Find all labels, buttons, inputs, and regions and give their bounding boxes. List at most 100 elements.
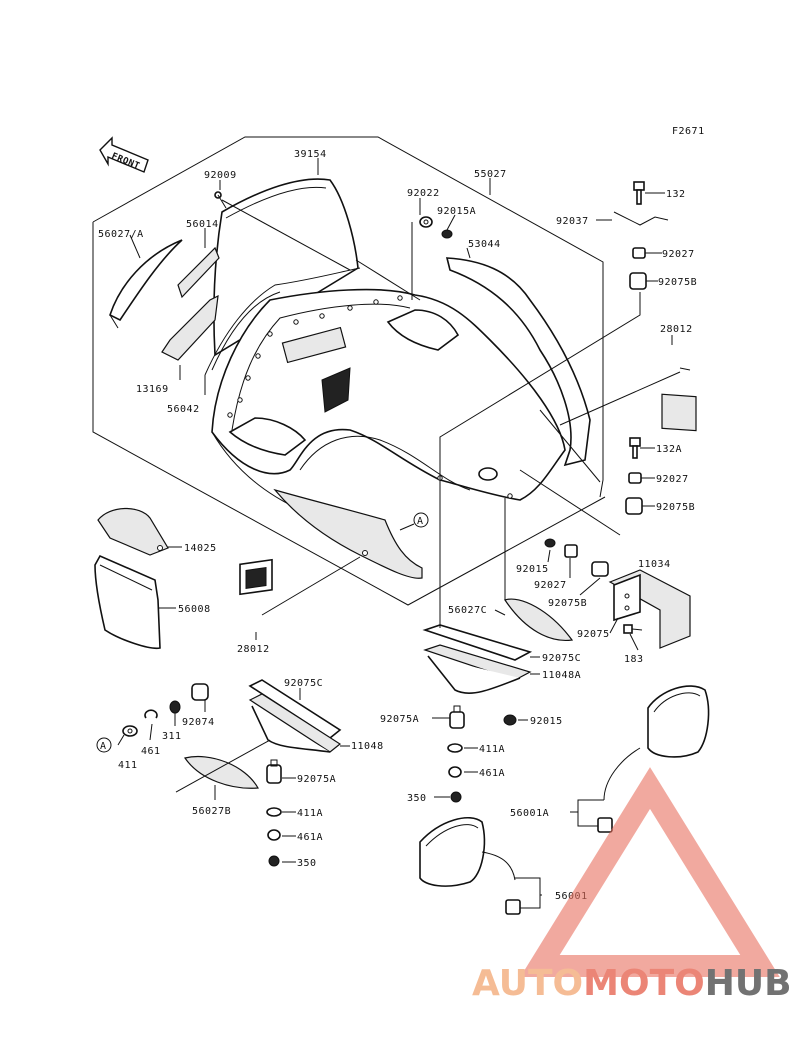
- mirror-56001: [419, 817, 521, 915]
- upper-cowl: [211, 288, 566, 579]
- label-92015a: 92015A: [437, 206, 476, 217]
- nut-350-right: [450, 791, 462, 803]
- label-92037: 92037: [556, 216, 589, 227]
- label-56027b: 56027B: [192, 806, 231, 817]
- label-92075b-low: 92075B: [548, 598, 587, 609]
- reflector-28012-left: [239, 558, 273, 596]
- rim-seal: [204, 267, 361, 376]
- label-13169: 13169: [136, 384, 169, 395]
- mirror-56001a: [597, 685, 710, 833]
- part-labels: 39154 55027 92009 92022 92015A 56027/A 5…: [98, 149, 697, 902]
- label-53044: 53044: [468, 239, 501, 250]
- assembly-frame: [92, 136, 606, 606]
- label-11034: 11034: [638, 559, 671, 570]
- nut-311: [169, 700, 181, 714]
- fastener-92022: [419, 216, 433, 228]
- cover-14025: [97, 507, 169, 556]
- label-411a-right: 411A: [479, 744, 505, 755]
- svg-text:A: A: [100, 741, 107, 752]
- label-461a-left: 461A: [297, 832, 323, 843]
- bolt-132: [633, 181, 645, 205]
- label-92009: 92009: [204, 170, 237, 181]
- label-92075c-right: 92075C: [542, 653, 581, 664]
- label-92075: 92075: [577, 629, 610, 640]
- label-92027-low: 92027: [534, 580, 567, 591]
- label-92015-mid: 92015: [516, 564, 549, 575]
- damper-92075a-right: [449, 705, 465, 729]
- bracket-11034: [608, 569, 691, 649]
- label-350-left: 350: [297, 858, 317, 869]
- figure-code: F2671: [672, 126, 705, 137]
- label-183: 183: [624, 654, 644, 665]
- label-132a: 132A: [656, 444, 682, 455]
- callout-a-left: A: [96, 737, 112, 753]
- nut-350-left: [268, 855, 280, 867]
- bushing-92075b-top: [629, 272, 647, 290]
- bushing-92075b-low: [591, 561, 609, 577]
- label-14025: 14025: [184, 543, 217, 554]
- washer-411: [122, 725, 138, 737]
- washer-461a-left: [267, 829, 281, 841]
- label-92015-right: 92015: [530, 716, 563, 727]
- pad-92075c-right: [422, 624, 533, 661]
- label-92074: 92074: [182, 717, 215, 728]
- bolt-183: [623, 624, 643, 634]
- nut-92015-mid: [544, 538, 556, 548]
- label-461a-right: 461A: [479, 768, 505, 779]
- bracket-56014: [177, 246, 220, 299]
- label-92027-mid: 92027: [656, 474, 689, 485]
- label-132: 132: [666, 189, 686, 200]
- panel-56027c: [504, 598, 574, 642]
- panel-56027b: [184, 756, 259, 789]
- label-411a-left: 411A: [297, 808, 323, 819]
- label-11048: 11048: [351, 741, 384, 752]
- nut-92015-right: [503, 714, 517, 726]
- side-panel-56027a: [109, 239, 183, 329]
- washer-411a-left: [266, 807, 282, 817]
- stay-11048: [248, 693, 342, 753]
- label-92027-top: 92027: [662, 249, 695, 260]
- callout-a-top: A: [399, 512, 429, 531]
- label-92075a-left: 92075A: [297, 774, 336, 785]
- label-55027: 55027: [474, 169, 507, 180]
- bushing-92075b-mid: [625, 497, 643, 515]
- label-56008: 56008: [178, 604, 211, 615]
- watermark-logo: AUTOMOTOHUB: [472, 767, 792, 1004]
- bushing-92074: [191, 683, 209, 701]
- label-92075b-top: 92075B: [658, 277, 697, 288]
- nut-92027-low: [564, 544, 578, 558]
- washer-411a-right: [447, 743, 463, 753]
- trim-strip: [445, 257, 591, 467]
- fastener-92009: [214, 191, 227, 209]
- label-311: 311: [162, 731, 182, 742]
- label-56042: 56042: [167, 404, 200, 415]
- label-92022: 92022: [407, 188, 440, 199]
- label-350-right: 350: [407, 793, 427, 804]
- label-39154: 39154: [294, 149, 327, 160]
- label-28012-left: 28012: [237, 644, 270, 655]
- stay-11048a: [423, 644, 532, 694]
- washer-461a-right: [448, 766, 462, 778]
- label-92075a-right: 92075A: [380, 714, 419, 725]
- label-56027c: 56027C: [448, 605, 487, 616]
- washer-461: [144, 709, 158, 719]
- label-92075b-mid: 92075B: [656, 502, 695, 513]
- label-28012-right: 28012: [660, 324, 693, 335]
- label-56014: 56014: [186, 219, 219, 230]
- nut-92027-mid: [628, 472, 642, 484]
- bracket-13169: [161, 294, 219, 361]
- label-92075c-left: 92075C: [284, 678, 323, 689]
- label-56001a: 56001A: [510, 808, 549, 819]
- front-arrow-icon: FRONT: [99, 136, 149, 173]
- watermark-text: AUTOMOTOHUB: [472, 963, 792, 1004]
- label-56027a: 56027/A: [98, 229, 144, 240]
- watermark-triangle-icon: [520, 767, 780, 977]
- label-11048a: 11048A: [542, 670, 581, 681]
- label-461: 461: [141, 746, 161, 757]
- svg-text:A: A: [417, 516, 424, 527]
- damper-92075a-left: [266, 759, 282, 784]
- fastener-92015a: [441, 229, 453, 239]
- label-411: 411: [118, 760, 138, 771]
- clip-92037: [613, 211, 669, 226]
